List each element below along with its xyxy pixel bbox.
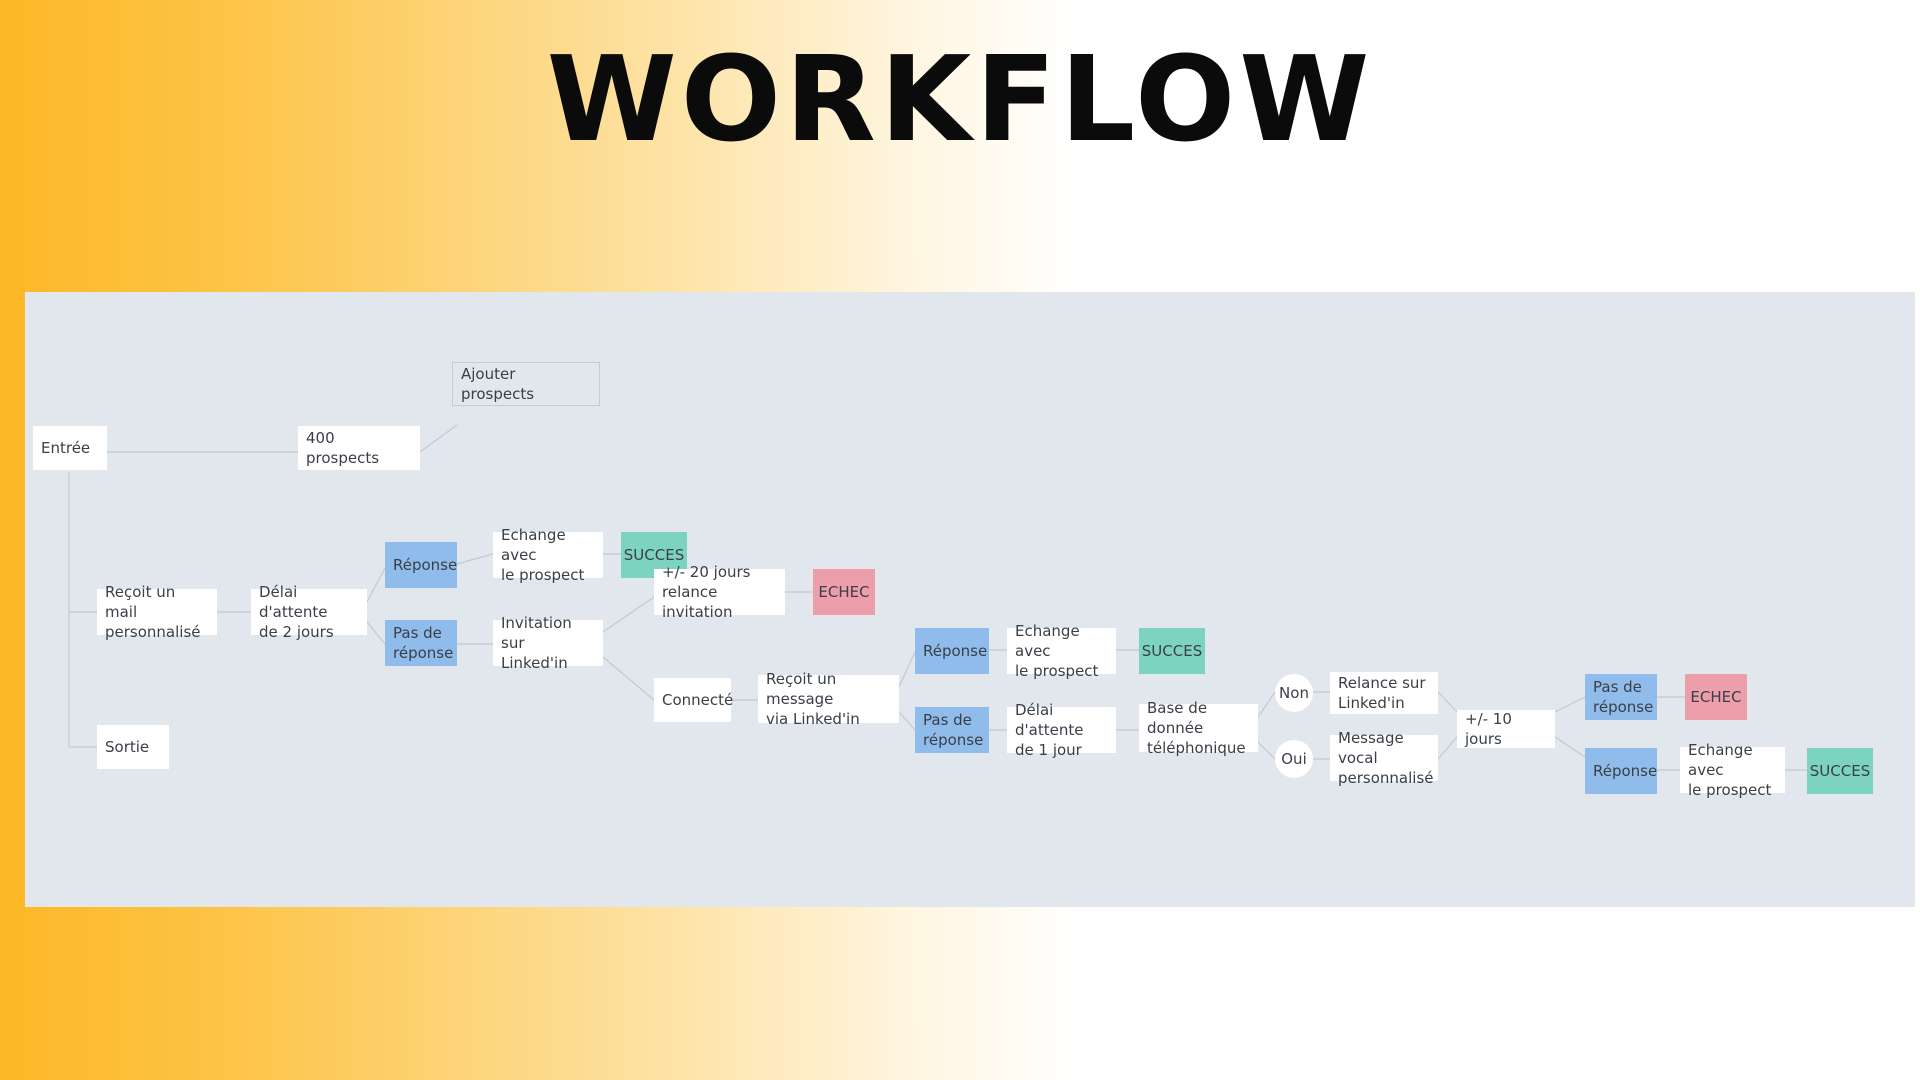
node-connecte: Connecté	[654, 678, 733, 722]
node-pas-de-reponse-3: Pas de réponse	[1585, 674, 1657, 720]
node-reponse-3: Réponse	[1585, 748, 1657, 794]
node-400-prospects: 400 prospects	[298, 426, 420, 470]
node-pas-de-reponse-1: Pas de réponse	[385, 620, 457, 666]
node-entree: Entrée	[33, 426, 107, 470]
node-plus-10-jours: +/- 10 jours	[1457, 710, 1555, 748]
node-invitation-linkedin: Invitation sur Linked'in	[493, 614, 603, 672]
node-recoit-mail: Reçoit un mail personnalisé	[97, 583, 217, 641]
node-succes-2: SUCCES	[1139, 628, 1205, 674]
page-title: WORKFLOW	[546, 30, 1374, 168]
node-echange-1: Echange avec le prospect	[493, 526, 603, 584]
node-message-vocal: Message vocal personnalisé	[1330, 729, 1438, 787]
node-base-donnee: Base de donnée téléphonique	[1139, 699, 1258, 757]
node-reponse-1: Réponse	[385, 542, 457, 588]
node-delai-2-jours: Délai d'attente de 2 jours	[251, 583, 367, 641]
node-non: Non	[1275, 674, 1313, 712]
node-relance-linkedin: Relance sur Linked'in	[1330, 672, 1438, 714]
workflow-diagram: Ajouter prospects Entrée 400 prospects R…	[25, 292, 1915, 907]
node-recoit-message: Reçoit un message via Linked'in	[758, 670, 899, 728]
node-echange-3: Echange avec le prospect	[1680, 741, 1785, 799]
node-succes-3: SUCCES	[1807, 748, 1873, 794]
node-reponse-2: Réponse	[915, 628, 989, 674]
node-echec-1: ECHEC	[813, 569, 875, 615]
node-echec-2: ECHEC	[1685, 674, 1747, 720]
node-delai-1-jour: Délai d'attente de 1 jour	[1007, 701, 1116, 759]
connector-lines	[68, 424, 1807, 771]
node-ajouter-prospects: Ajouter prospects	[452, 362, 600, 406]
node-oui: Oui	[1275, 740, 1313, 778]
node-sortie: Sortie	[97, 725, 169, 769]
node-pas-de-reponse-2: Pas de réponse	[915, 707, 989, 753]
node-echange-2: Echange avec le prospect	[1007, 622, 1116, 680]
accent-strip	[0, 0, 25, 1080]
node-relance-20-jours: +/- 20 jours relance invitation	[654, 563, 785, 621]
